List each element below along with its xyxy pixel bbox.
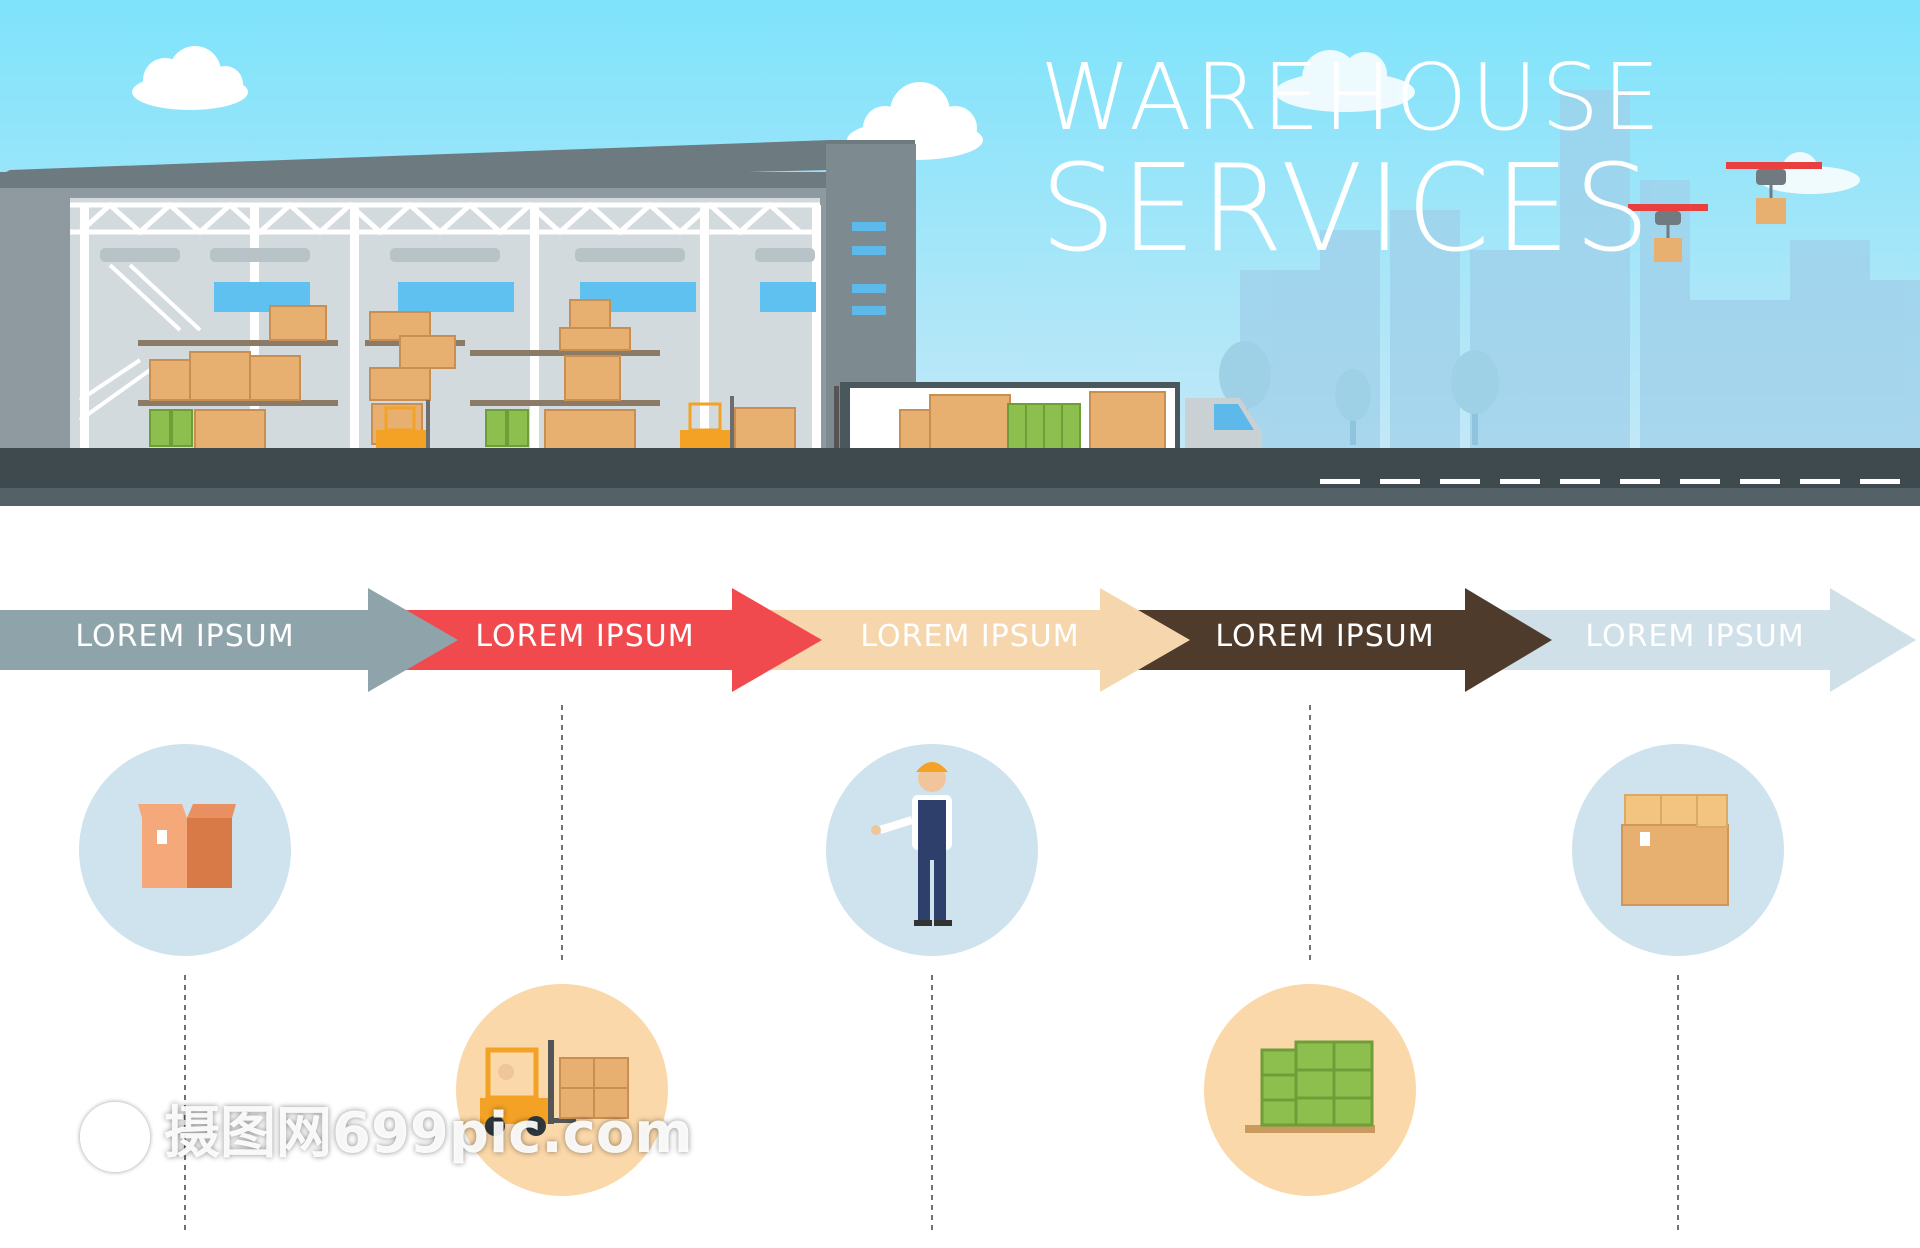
warehouse-building [0, 140, 916, 460]
hero-title: WAREHOUSE SERVICES [1040, 52, 1663, 270]
watermark-logo-icon [80, 1101, 150, 1172]
process-arrow-4 [1130, 588, 1552, 692]
drone-icon [1726, 162, 1822, 224]
forklift-icon [680, 396, 734, 450]
step-label-4: LOREM IPSUM [1215, 619, 1435, 654]
process-arrow-1 [0, 588, 458, 692]
tree-icon [1335, 369, 1371, 445]
road-markings [1320, 479, 1900, 484]
worker-icon [871, 762, 952, 926]
city-skyline [1240, 90, 1920, 450]
cloud-left [132, 46, 248, 110]
cloud-title [1275, 50, 1415, 112]
connector-lines [184, 705, 1679, 1230]
stacked-boxes-icon [1621, 794, 1729, 906]
step-label-1: LOREM IPSUM [75, 619, 295, 654]
tree-icon [1451, 350, 1499, 445]
process-arrow-2 [400, 588, 822, 692]
drone-icon [1628, 204, 1708, 262]
step-label-3: LOREM IPSUM [860, 619, 1080, 654]
process-arrow-5 [1490, 588, 1916, 692]
step-label-5: LOREM IPSUM [1585, 619, 1805, 654]
watermark: 摄图网699pic.com [80, 1088, 693, 1172]
open-box-icon [138, 804, 236, 888]
hero-title-line2: SERVICES [1040, 140, 1655, 279]
road-edge [0, 488, 1920, 506]
step-label-2: LOREM IPSUM [475, 619, 695, 654]
forklift-icon [480, 1040, 629, 1136]
hero-title-line1: WAREHOUSE [1040, 44, 1664, 151]
barrels-icon [1245, 1040, 1375, 1133]
watermark-text: 摄图网699pic.com [164, 1101, 693, 1166]
forklift-icon [376, 400, 430, 450]
process-arrow-3 [770, 588, 1190, 692]
